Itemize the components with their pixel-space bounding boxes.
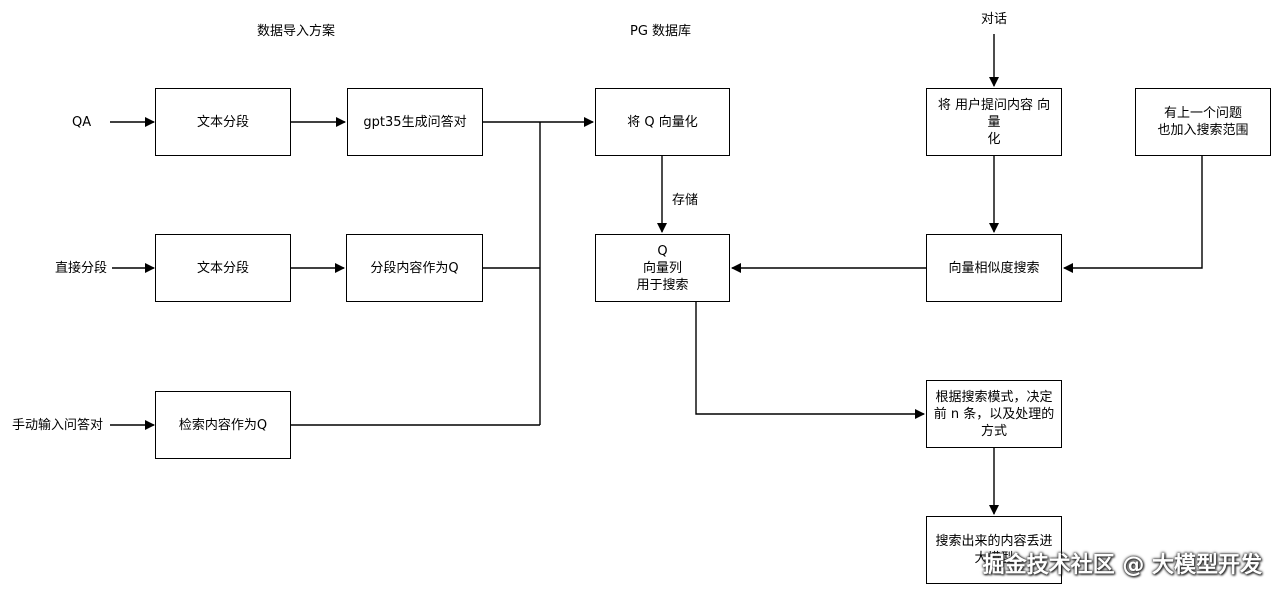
box-text-segment-1: 文本分段 (155, 88, 291, 156)
box-similarity-search: 向量相似度搜索 (926, 234, 1062, 302)
box-q-vector-column: Q 向量列 用于搜索 (595, 234, 730, 302)
box-gpt35-qa: gpt35生成问答对 (347, 88, 483, 156)
box-search-as-q: 检索内容作为Q (155, 391, 291, 459)
watermark: 掘金技术社区 @ 大模型开发 (982, 553, 1262, 578)
edge-label-store: 存储 (672, 193, 699, 208)
input-direct-segment: 直接分段 (55, 261, 108, 276)
box-text-segment-2: 文本分段 (155, 234, 291, 302)
box-vectorize-user-question: 将 用户提问内容 向量 化 (926, 88, 1062, 156)
title-pg-database: PG 数据库 (630, 24, 692, 39)
edge-qcol-to-mode (695, 302, 925, 419)
box-llm-input: 搜索出来的内容丢进 大模型 (926, 516, 1062, 584)
input-dialogue: 对话 (981, 12, 1008, 27)
input-manual-qa: 手动输入问答对 (12, 418, 104, 433)
edge-prev-to-search (1063, 156, 1203, 273)
input-qa: QA (72, 115, 92, 130)
title-import-scheme: 数据导入方案 (257, 24, 336, 39)
box-search-mode: 根据搜索模式，决定 前 n 条，以及处理的 方式 (926, 380, 1062, 448)
box-vectorize-q: 将 Q 向量化 (595, 88, 730, 156)
box-previous-question: 有上一个问题 也加入搜索范围 (1135, 88, 1271, 156)
box-segment-as-q: 分段内容作为Q (346, 234, 483, 302)
